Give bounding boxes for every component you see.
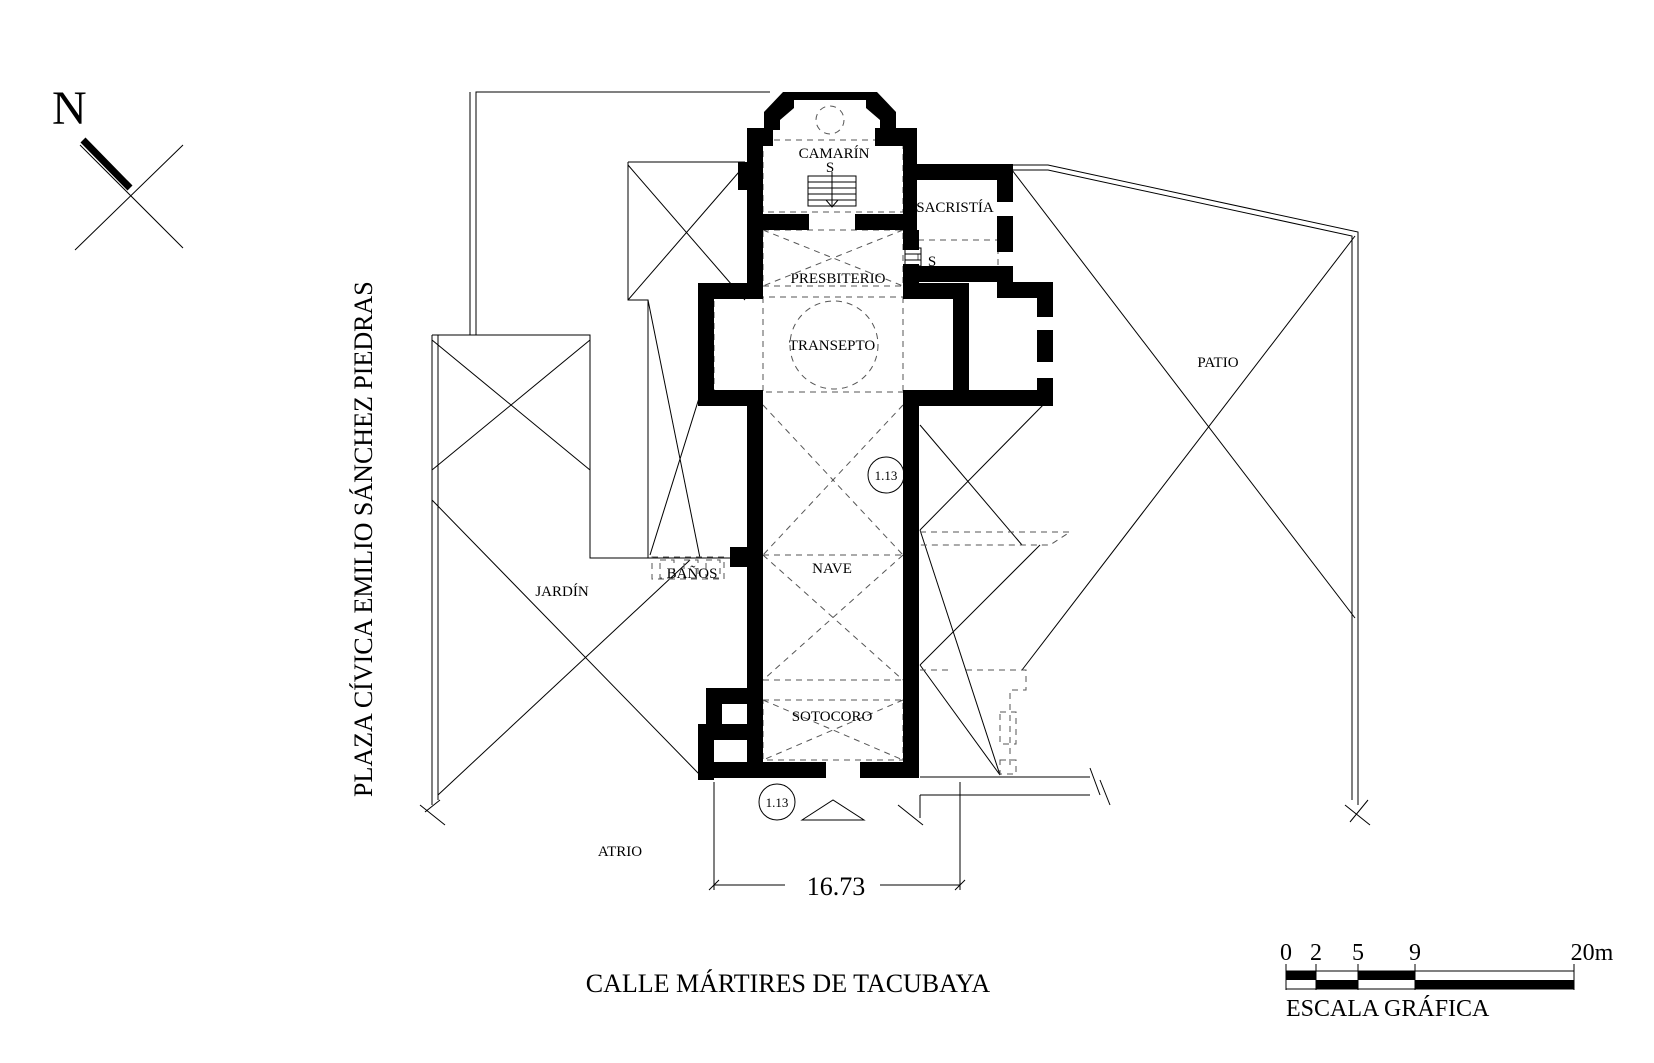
street-label-west: PLAZA CÍVICA EMILIO SÁNCHEZ PIEDRAS xyxy=(349,281,378,797)
dimension-width: 16.73 xyxy=(708,782,966,901)
room-labels: CAMARÍN S SACRISTÍA S PRESBITERIO TRANSE… xyxy=(535,145,1238,860)
room-label-sotocoro: SOTOCORO xyxy=(792,709,873,725)
room-label-atrio: ATRIO xyxy=(598,844,642,860)
room-label-sacristia: SACRISTÍA xyxy=(916,199,994,216)
north-arrow-line-b xyxy=(74,144,184,251)
site-outline xyxy=(419,91,1371,826)
dimension-width-label: 16.73 xyxy=(807,872,866,901)
stair-mark-camarin: S xyxy=(826,160,834,176)
north-label: N xyxy=(52,82,87,135)
section-mark-nave: 1.13 xyxy=(867,456,905,494)
camarin-stair xyxy=(807,172,857,208)
north-arrow-line-a xyxy=(79,144,184,249)
scale-tick-20m: 20m xyxy=(1571,940,1614,966)
room-label-jardin: JARDÍN xyxy=(535,583,589,600)
north-arrow-needle xyxy=(80,137,133,191)
sacristia-stair xyxy=(904,247,922,267)
room-label-presbiterio: PRESBITERIO xyxy=(790,271,885,287)
room-label-nave: NAVE xyxy=(812,561,852,577)
scale-tick-0: 0 xyxy=(1280,940,1292,966)
scale-tick-2: 2 xyxy=(1310,940,1322,966)
room-label-patio: PATIO xyxy=(1197,355,1238,371)
scale-tick-9: 9 xyxy=(1409,940,1421,966)
scale-title: ESCALA GRÁFICA xyxy=(1286,996,1490,1022)
graphic-scale: 0 2 5 9 20m ESCALA GRÁFICA xyxy=(1280,940,1614,1022)
vault-lines xyxy=(651,105,1072,775)
street-label-south: CALLE MÁRTIRES DE TACUBAYA xyxy=(586,969,991,998)
north-arrow: N xyxy=(52,82,184,251)
section-mark-entrance: 1.13 xyxy=(758,783,796,821)
room-label-transepto: TRANSEPTO xyxy=(789,338,876,354)
room-label-banos: BAÑOS xyxy=(667,566,718,582)
section-mark-entrance-label: 1.13 xyxy=(766,795,789,810)
room-label-camarin: CAMARÍN xyxy=(799,145,870,162)
stair-mark-sacristia: S xyxy=(928,254,936,270)
entrance-step xyxy=(800,799,866,821)
walls xyxy=(698,92,1053,780)
scale-tick-5: 5 xyxy=(1352,940,1364,966)
section-mark-nave-label: 1.13 xyxy=(875,468,898,483)
